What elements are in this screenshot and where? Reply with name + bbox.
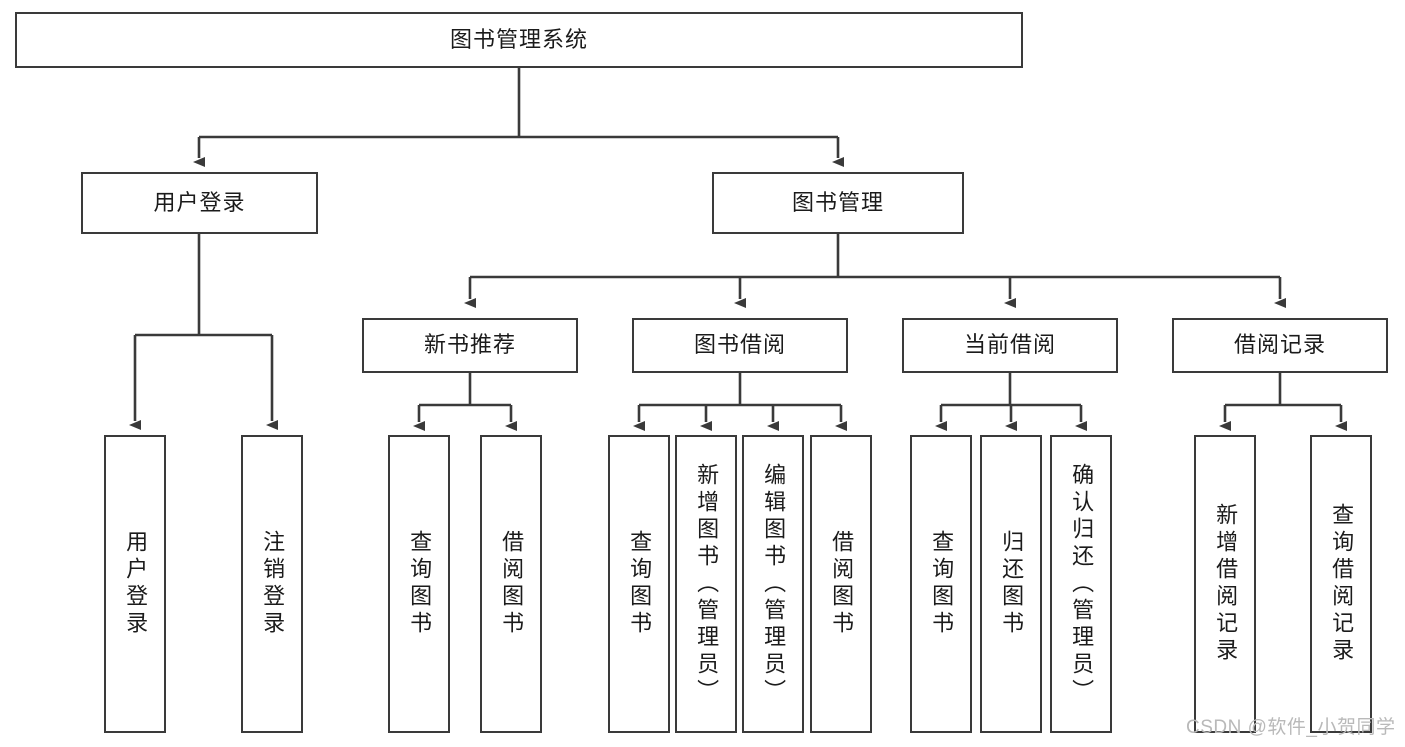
node-leaf-return-book-label: 归还图书 (999, 530, 1025, 638)
node-leaf-add-record[interactable]: 新增借阅记录 (1194, 435, 1256, 733)
node-leaf-user-logout-label: 注销登录 (260, 530, 286, 638)
node-leaf-user-login-label: 用户登录 (123, 530, 149, 638)
node-new-book-recommend-label: 新书推荐 (423, 332, 516, 358)
node-leaf-borrow-book[interactable]: 借阅图书 (810, 435, 872, 733)
node-leaf-edit-book-label: 编辑图书（管理员） (761, 462, 787, 706)
node-borrow-record[interactable]: 借阅记录 (1172, 318, 1388, 373)
node-leaf-add-book-label: 新增图书（管理员） (694, 462, 720, 706)
node-leaf-borrow-book-rec[interactable]: 借阅图书 (480, 435, 542, 733)
node-new-book-recommend[interactable]: 新书推荐 (362, 318, 578, 373)
node-leaf-query-book-cur-label: 查询图书 (929, 530, 955, 638)
node-leaf-add-record-label: 新增借阅记录 (1213, 503, 1239, 665)
node-current-borrow[interactable]: 当前借阅 (902, 318, 1118, 373)
node-leaf-query-record-label: 查询借阅记录 (1329, 503, 1355, 665)
node-book-borrow[interactable]: 图书借阅 (632, 318, 848, 373)
node-leaf-query-book-borrow-label: 查询图书 (627, 530, 653, 638)
node-leaf-query-record[interactable]: 查询借阅记录 (1310, 435, 1372, 733)
node-root-label: 图书管理系统 (449, 26, 588, 52)
node-leaf-query-book-rec[interactable]: 查询图书 (388, 435, 450, 733)
node-root[interactable]: 图书管理系统 (15, 12, 1023, 68)
node-leaf-user-login[interactable]: 用户登录 (104, 435, 166, 733)
node-leaf-add-book[interactable]: 新增图书（管理员） (675, 435, 737, 733)
node-leaf-confirm-return-label: 确认归还（管理员） (1069, 462, 1095, 706)
node-leaf-borrow-book-rec-label: 借阅图书 (499, 530, 525, 638)
node-book-manage[interactable]: 图书管理 (712, 172, 964, 234)
node-leaf-borrow-book-label: 借阅图书 (829, 530, 855, 638)
node-leaf-query-book-borrow[interactable]: 查询图书 (608, 435, 670, 733)
node-leaf-confirm-return[interactable]: 确认归还（管理员） (1050, 435, 1112, 733)
node-user-login-label: 用户登录 (153, 189, 246, 215)
node-user-login[interactable]: 用户登录 (81, 172, 318, 234)
node-book-manage-label: 图书管理 (791, 189, 884, 215)
node-leaf-query-book-cur[interactable]: 查询图书 (910, 435, 972, 733)
node-leaf-user-logout[interactable]: 注销登录 (241, 435, 303, 733)
node-leaf-query-book-rec-label: 查询图书 (407, 530, 433, 638)
node-book-borrow-label: 图书借阅 (693, 332, 786, 358)
node-leaf-edit-book[interactable]: 编辑图书（管理员） (742, 435, 804, 733)
node-current-borrow-label: 当前借阅 (963, 332, 1056, 358)
node-leaf-return-book[interactable]: 归还图书 (980, 435, 1042, 733)
watermark: CSDN @软件_小贺同学 (1186, 717, 1396, 738)
node-borrow-record-label: 借阅记录 (1233, 332, 1326, 358)
